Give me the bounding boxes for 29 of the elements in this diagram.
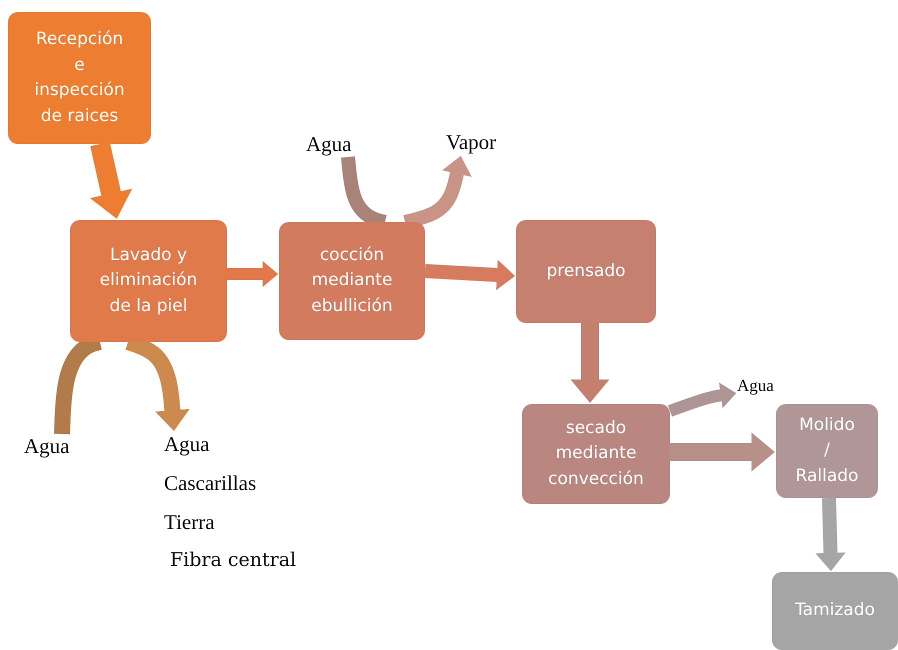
stream-label: Cascarillas xyxy=(164,471,258,496)
stream-label: Agua xyxy=(24,434,70,459)
step-label: secado mediante convección xyxy=(547,416,645,491)
stream-label: Agua xyxy=(306,132,352,157)
flow-arrow xyxy=(227,261,278,287)
flow-arrow xyxy=(815,498,846,572)
stream-label: Tierra xyxy=(164,510,216,535)
stream-label: Agua xyxy=(164,432,210,457)
process-box xyxy=(522,404,670,504)
flow-arrow xyxy=(668,382,736,417)
stream-label: Fibra central xyxy=(169,549,296,571)
process-box xyxy=(279,222,425,340)
process-box xyxy=(8,12,151,144)
flow-arrow xyxy=(570,323,610,403)
step-label: Recepción e inspección de raices xyxy=(33,28,126,128)
step-label: Tamizado xyxy=(795,599,875,622)
step-label: Lavado y eliminación de la piel xyxy=(98,244,198,318)
stream-label: Vapor xyxy=(446,130,496,155)
flow-arrow xyxy=(90,142,132,219)
step-label: cocción mediante ebullición xyxy=(310,244,394,318)
stream-label: Agua xyxy=(737,376,774,396)
flow-arrow xyxy=(670,432,775,472)
step-label: Molido / Rallado xyxy=(794,414,860,488)
process-box xyxy=(776,404,878,498)
process-box xyxy=(70,220,227,342)
step-label: prensado xyxy=(546,260,626,283)
process-box xyxy=(772,572,898,650)
process-box xyxy=(516,220,656,323)
flow-arrow xyxy=(424,260,516,290)
